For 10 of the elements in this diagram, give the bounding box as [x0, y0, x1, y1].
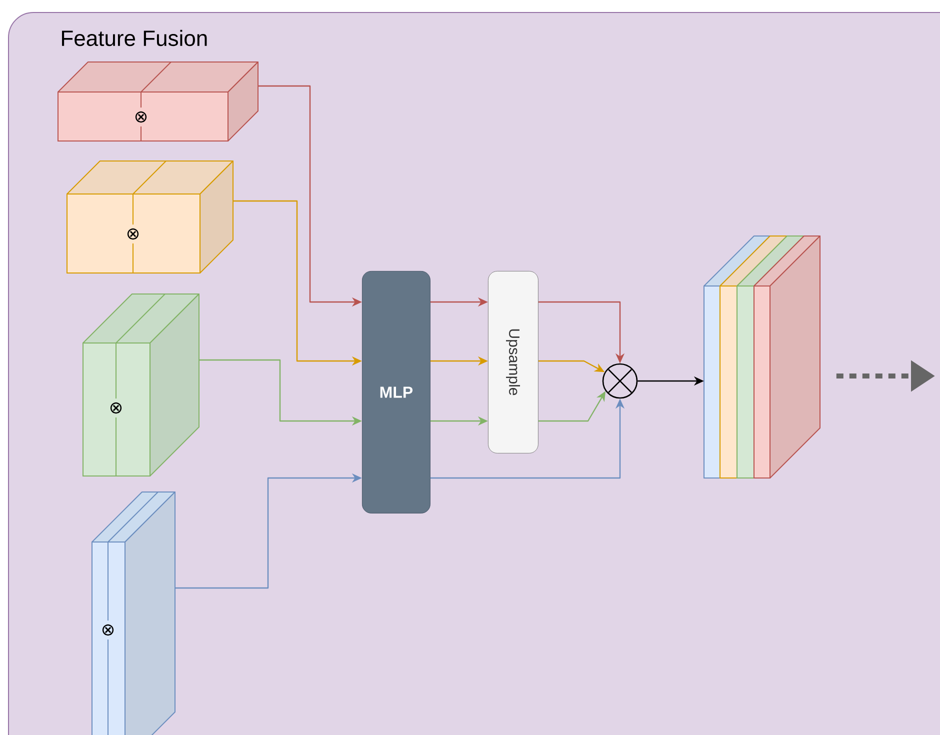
feature-cube: ⊗ — [92, 492, 176, 735]
node-label: ⊗ — [102, 624, 114, 636]
feature-stack — [704, 236, 820, 478]
upsample-box: Upsample — [488, 271, 538, 454]
mlp-box: MLP — [362, 271, 430, 514]
feature-cube: ⊗ — [58, 62, 258, 142]
multiply-symbol — [602, 363, 638, 399]
node-label: ⊗ — [110, 402, 122, 414]
feature-cube: ⊗ — [66, 160, 234, 274]
feature-cube: ⊗ — [82, 294, 200, 476]
